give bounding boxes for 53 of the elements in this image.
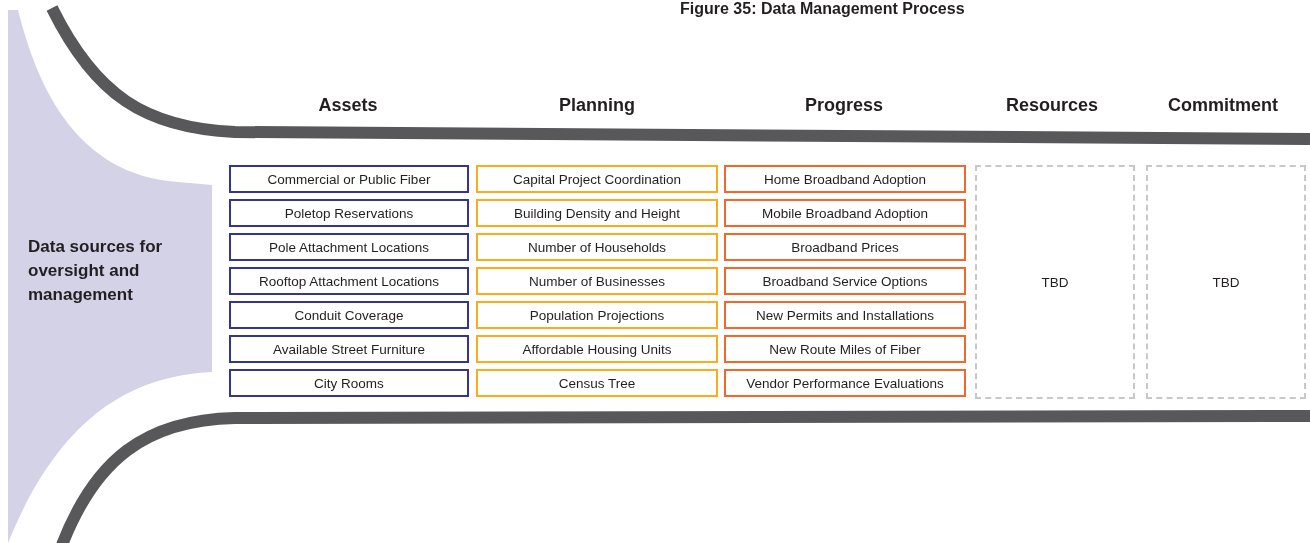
planning-box: [476, 335, 718, 363]
asset-box: [229, 267, 469, 295]
box-label: Mobile Broadband Adoption: [762, 205, 928, 221]
funnel-label: Data sources for oversight and management: [28, 236, 164, 306]
planning-box: [476, 267, 718, 295]
column-heading: Progress: [803, 95, 884, 116]
planning-box: [476, 233, 718, 261]
box-label: Affordable Housing Units: [522, 341, 672, 357]
asset-box: [229, 335, 469, 363]
commitment-box: [1146, 165, 1306, 399]
box-label: City Rooms: [314, 375, 384, 391]
progress-box: [724, 165, 966, 193]
progress-box: [724, 199, 966, 227]
box-label: Building Density and Height: [514, 205, 680, 221]
progress-box: [724, 301, 966, 329]
box-label: Broadband Service Options: [762, 273, 928, 289]
asset-box: [229, 301, 469, 329]
box-label: Rooftop Attachment Locations: [258, 273, 440, 289]
progress-box: [724, 369, 966, 397]
box-label: Number of Households: [527, 239, 667, 255]
asset-box: [229, 165, 469, 193]
box-label: Available Street Furniture: [272, 341, 426, 357]
box-label: New Route Miles of Fiber: [769, 341, 921, 357]
resources-box: [975, 165, 1135, 399]
planning-box: [476, 199, 718, 227]
column-heading: Assets: [317, 95, 379, 116]
progress-box: [724, 233, 966, 261]
box-label: Vendor Performance Evaluations: [746, 375, 944, 391]
planning-box: [476, 301, 718, 329]
progress-box: [724, 335, 966, 363]
box-label: TBD: [1212, 274, 1240, 290]
box-label: Home Broadband Adoption: [763, 171, 927, 187]
box-label: Pole Attachment Locations: [269, 239, 429, 255]
box-label: Conduit Coverage: [294, 307, 404, 323]
box-label: Poletop Reservations: [284, 205, 414, 221]
asset-box: [229, 369, 469, 397]
column-heading: Resources: [1004, 95, 1100, 116]
figure-title: Figure 35: Data Management Process: [680, 0, 965, 18]
column-heading: Planning: [558, 95, 636, 116]
box-label: Number of Businesses: [529, 273, 665, 289]
box-label: Broadband Prices: [791, 239, 899, 255]
box-label: TBD: [1041, 274, 1069, 290]
planning-box: [476, 369, 718, 397]
progress-box: [724, 267, 966, 295]
box-label: Capital Project Coordination: [512, 171, 682, 187]
box-label: Census Tree: [558, 375, 636, 391]
planning-box: [476, 165, 718, 193]
column-heading: Commitment: [1167, 95, 1279, 116]
asset-box: [229, 199, 469, 227]
box-label: New Permits and Installations: [756, 307, 934, 323]
box-label: Population Projections: [529, 307, 665, 323]
asset-box: [229, 233, 469, 261]
box-label: Commercial or Public Fiber: [267, 171, 431, 187]
